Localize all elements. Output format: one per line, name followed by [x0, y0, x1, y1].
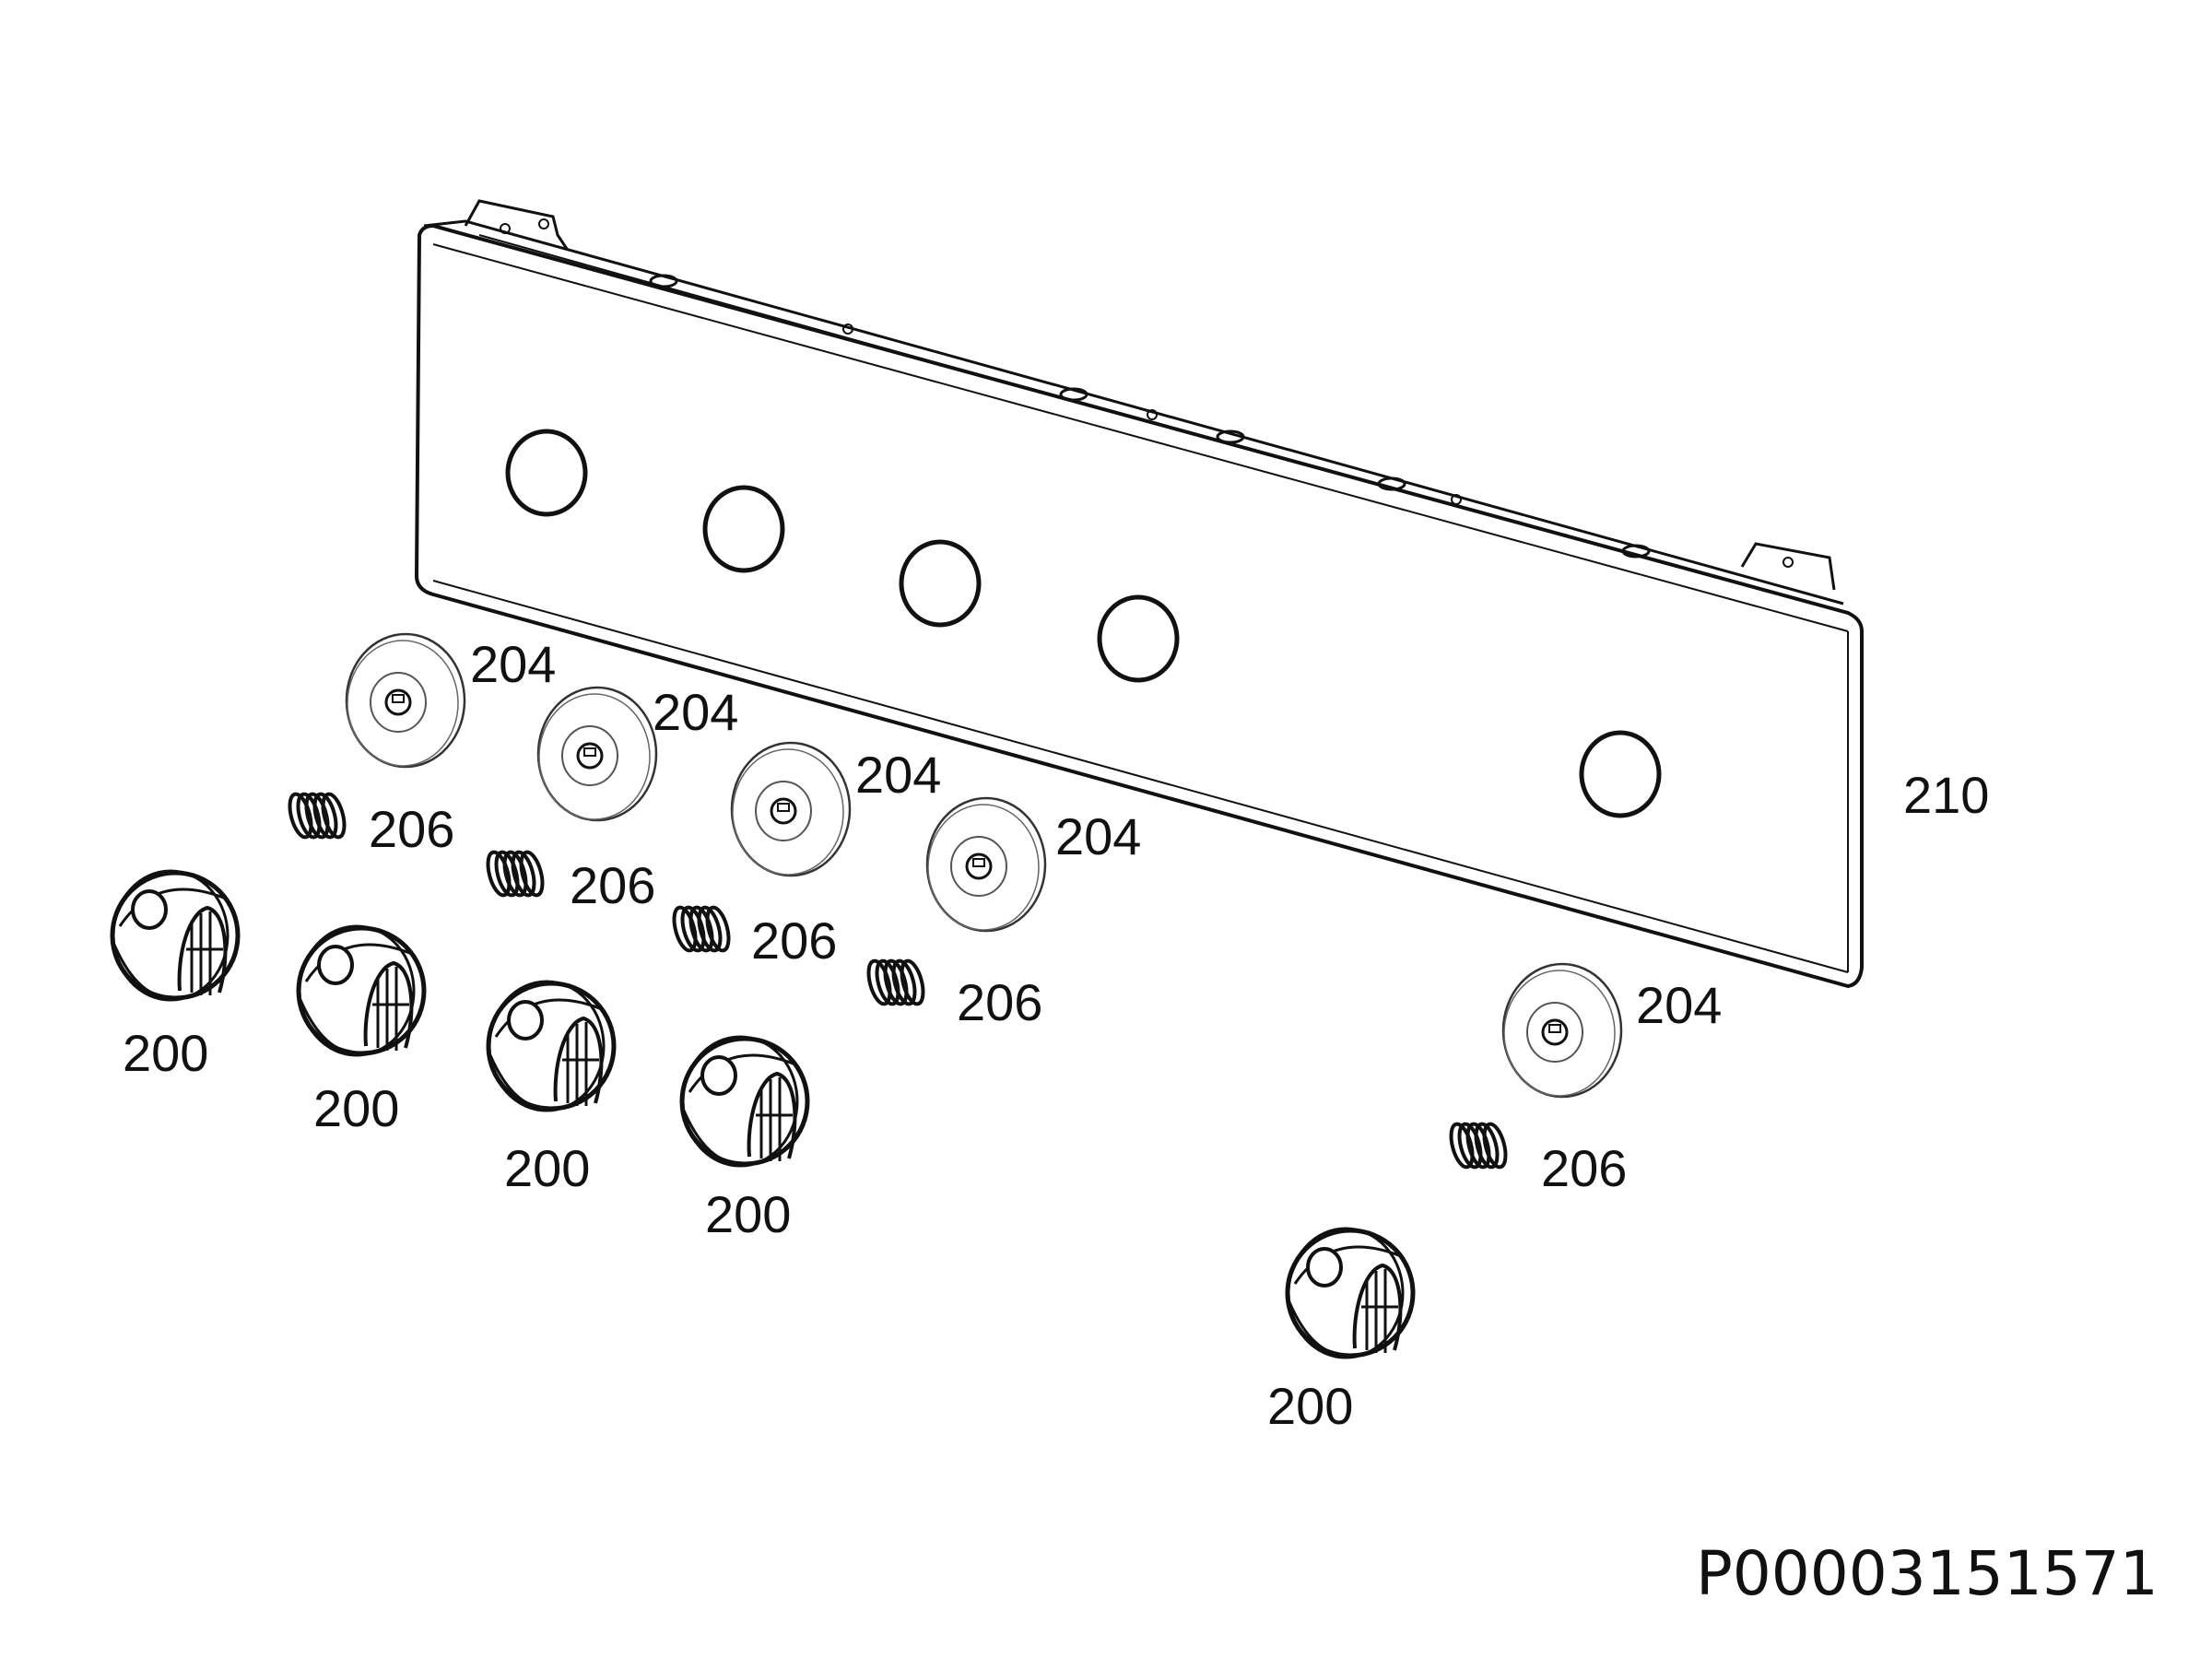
bezel-ring	[925, 796, 1047, 933]
label-knob-200: 200	[705, 1185, 792, 1243]
label-spring-206: 206	[369, 800, 455, 858]
control-panel	[414, 199, 1864, 989]
label-spring-206: 206	[1541, 1139, 1628, 1197]
label-bezel-204: 204	[1055, 807, 1142, 865]
control-knob	[682, 1037, 807, 1166]
control-knob	[488, 982, 614, 1111]
control-knob	[112, 871, 238, 1000]
spring	[482, 848, 548, 900]
control-knob	[299, 926, 424, 1055]
bezel-ring	[730, 741, 852, 877]
spring	[668, 903, 735, 955]
panel-hole	[899, 539, 982, 628]
label-bezel-204: 204	[855, 746, 942, 804]
label-bezel-204: 204	[470, 635, 557, 693]
spring	[284, 790, 350, 841]
control-knob	[1288, 1229, 1413, 1358]
document-id: P00003151571	[1696, 1538, 2159, 1609]
label-knob-200: 200	[504, 1139, 591, 1197]
label-spring-206: 206	[957, 973, 1043, 1031]
bezel-ring	[1501, 962, 1623, 1099]
label-knob-200: 200	[1267, 1377, 1354, 1435]
panel-hole	[1579, 730, 1662, 818]
label-panel-210: 210	[1903, 766, 1990, 824]
label-knob-200: 200	[123, 1024, 209, 1082]
label-spring-206: 206	[570, 856, 656, 914]
spring	[1445, 1120, 1512, 1171]
panel-hole	[1097, 594, 1180, 683]
label-spring-206: 206	[751, 911, 838, 970]
label-bezel-204: 204	[1636, 976, 1723, 1034]
spring	[863, 957, 929, 1008]
panel-hole	[702, 485, 785, 573]
panel-hole	[505, 429, 588, 517]
label-bezel-204: 204	[653, 683, 739, 741]
bezel-ring	[536, 686, 658, 822]
label-knob-200: 200	[313, 1079, 400, 1137]
bezel-ring	[345, 632, 466, 769]
